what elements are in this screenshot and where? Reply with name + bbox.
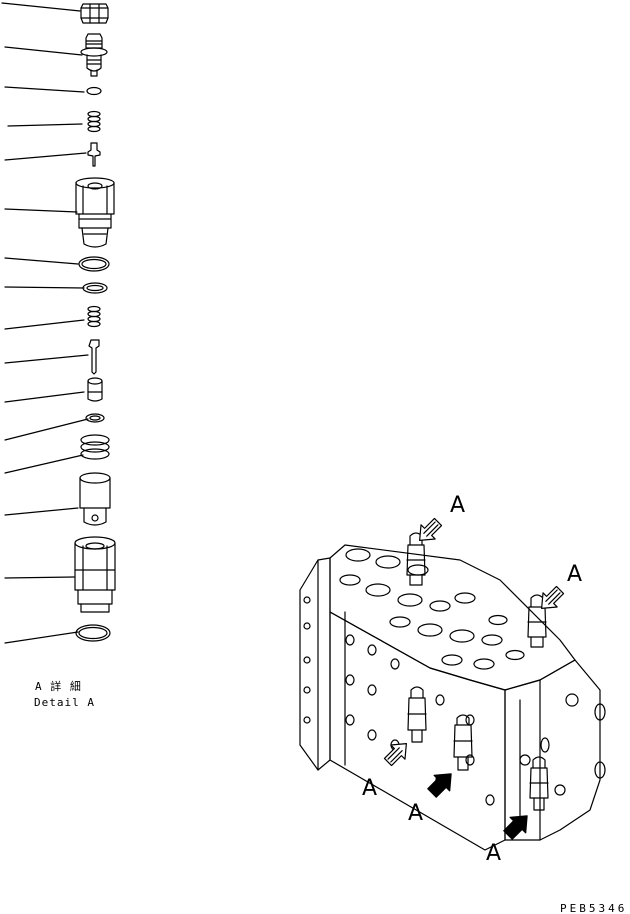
detail-title-en: Detail A bbox=[34, 696, 95, 709]
drawing-code: PEB5346 bbox=[560, 902, 627, 914]
relief-valve-3 bbox=[407, 686, 427, 743]
relief-valve-5 bbox=[529, 756, 549, 811]
part-main-body bbox=[75, 177, 115, 248]
view-marker-a: A bbox=[567, 562, 582, 587]
arrow-icon bbox=[503, 815, 528, 840]
valve-top-deck bbox=[329, 544, 576, 691]
part-spring-2 bbox=[87, 305, 101, 328]
part-backup-ring bbox=[82, 282, 108, 294]
part-small-oring bbox=[86, 86, 102, 96]
part-adjust-screw bbox=[80, 33, 108, 77]
leader-lines bbox=[1, 2, 89, 644]
control-valve-assembly bbox=[299, 532, 606, 851]
arrow-icon bbox=[541, 585, 565, 609]
relief-valve-4 bbox=[453, 714, 473, 771]
part-sleeve bbox=[87, 377, 103, 402]
part-piston bbox=[79, 472, 111, 526]
top-ports bbox=[339, 548, 525, 670]
part-small-poppet bbox=[87, 142, 101, 167]
valve-right-section bbox=[504, 659, 601, 841]
arrow-icon bbox=[383, 743, 407, 767]
part-small-spring bbox=[87, 110, 101, 133]
valve-end-plate-left bbox=[299, 557, 331, 771]
part-housing bbox=[74, 536, 116, 613]
part-cap-nut bbox=[80, 3, 109, 24]
detail-title-jp: A 詳 細 bbox=[35, 679, 82, 693]
relief-valve-1 bbox=[406, 532, 426, 586]
view-marker-a: A bbox=[450, 493, 465, 518]
view-arrows bbox=[383, 517, 565, 840]
arrow-icon bbox=[419, 517, 443, 541]
view-marker-a: A bbox=[408, 801, 423, 826]
view-marker-a: A bbox=[362, 776, 377, 801]
part-large-spring bbox=[80, 434, 110, 460]
view-marker-a: A bbox=[486, 841, 501, 866]
part-bottom-oring bbox=[75, 624, 111, 642]
arrow-icon bbox=[427, 773, 452, 798]
part-large-oring bbox=[78, 256, 110, 272]
part-pin bbox=[88, 339, 100, 375]
part-washer bbox=[85, 413, 105, 423]
